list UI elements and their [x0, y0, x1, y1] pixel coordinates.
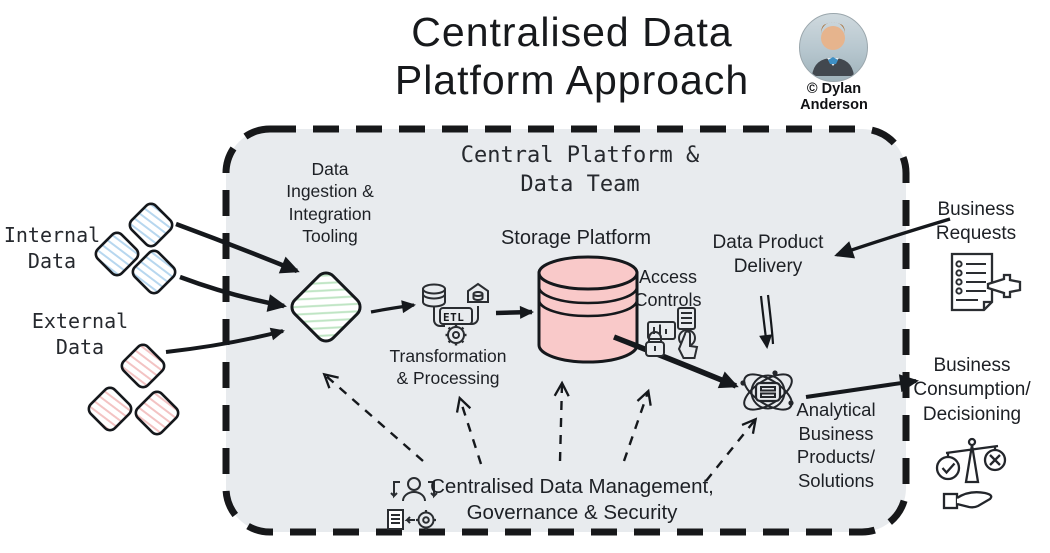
checklist-request-icon: [950, 252, 1022, 312]
etl-pipeline-icon: [422, 282, 489, 346]
external-data-label: External Data: [31, 309, 129, 359]
business-consumption-label: Business Consumption/ Decisioning: [913, 355, 1031, 425]
storage-label: Storage Platform: [500, 227, 652, 249]
database-cylinder-icon: [537, 255, 639, 364]
governance-label: Centralised Data Management, Governance …: [430, 475, 714, 525]
decision-scales-icon: [935, 437, 1007, 510]
etl-tag-label: ETL: [443, 311, 465, 324]
atom-analytics-icon: [740, 370, 794, 411]
ingestion-label: Data Ingestion & Integration Tooling: [286, 159, 374, 247]
platform-title: Central Platform & Data Team: [460, 143, 700, 197]
access-controls-icon: [645, 307, 699, 359]
attribution-label: © Dylan Anderson: [800, 81, 868, 114]
analytical-label: Analytical Business Products/ Solutions: [796, 399, 876, 492]
governance-team-icon: [387, 477, 438, 530]
transformation-label: Transformation & Processing: [389, 346, 507, 389]
delivery-label: Data Product Delivery: [712, 232, 824, 278]
page-title: Centralised Data Platform Approach: [394, 9, 750, 104]
internal-data-diamonds-icon: [94, 202, 177, 295]
governance-dashed-arrows: [322, 372, 758, 482]
ingestion-diamond-icon: [290, 271, 362, 343]
flow-arrows: [165, 217, 951, 399]
internal-data-label: Internal Data: [3, 223, 101, 273]
business-requests-label: Business Requests: [935, 199, 1017, 245]
access-controls-label: Access Controls: [634, 267, 702, 311]
external-data-diamonds-icon: [87, 343, 180, 436]
avatar-photo-icon: [799, 13, 868, 82]
